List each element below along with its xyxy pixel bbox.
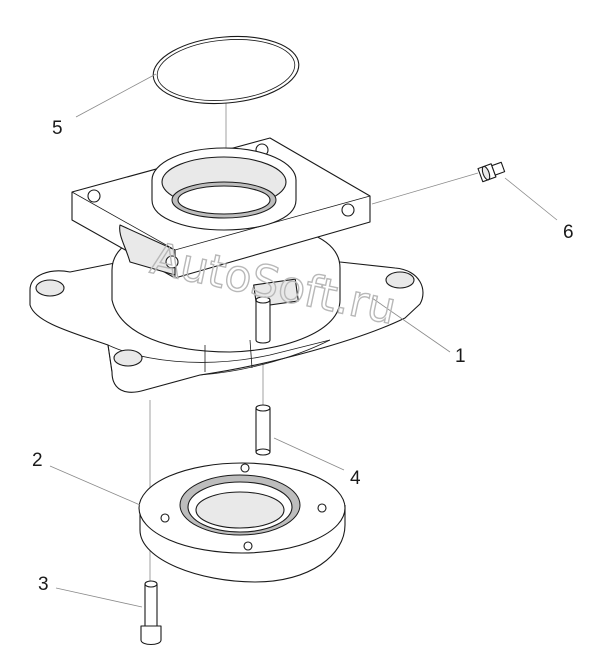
callout-6: 6 — [563, 222, 574, 243]
leader-4 — [273, 437, 345, 471]
bolt — [140, 580, 162, 646]
leader-5 — [75, 73, 157, 118]
leader-1 — [371, 297, 451, 353]
dowel-pin — [255, 296, 271, 456]
leader-6 — [504, 177, 558, 221]
callout-1: 1 — [455, 346, 466, 367]
grease-fitting — [477, 161, 506, 183]
leader-2 — [49, 465, 141, 506]
leader-6-to-housing — [371, 172, 479, 205]
leader-3 — [55, 587, 143, 608]
splined-ring — [138, 462, 346, 583]
o-ring — [152, 35, 300, 105]
callout-4: 4 — [350, 468, 361, 489]
callout-2: 2 — [32, 450, 43, 471]
housing — [29, 137, 424, 393]
callout-5: 5 — [52, 118, 63, 139]
callout-3: 3 — [38, 574, 49, 595]
